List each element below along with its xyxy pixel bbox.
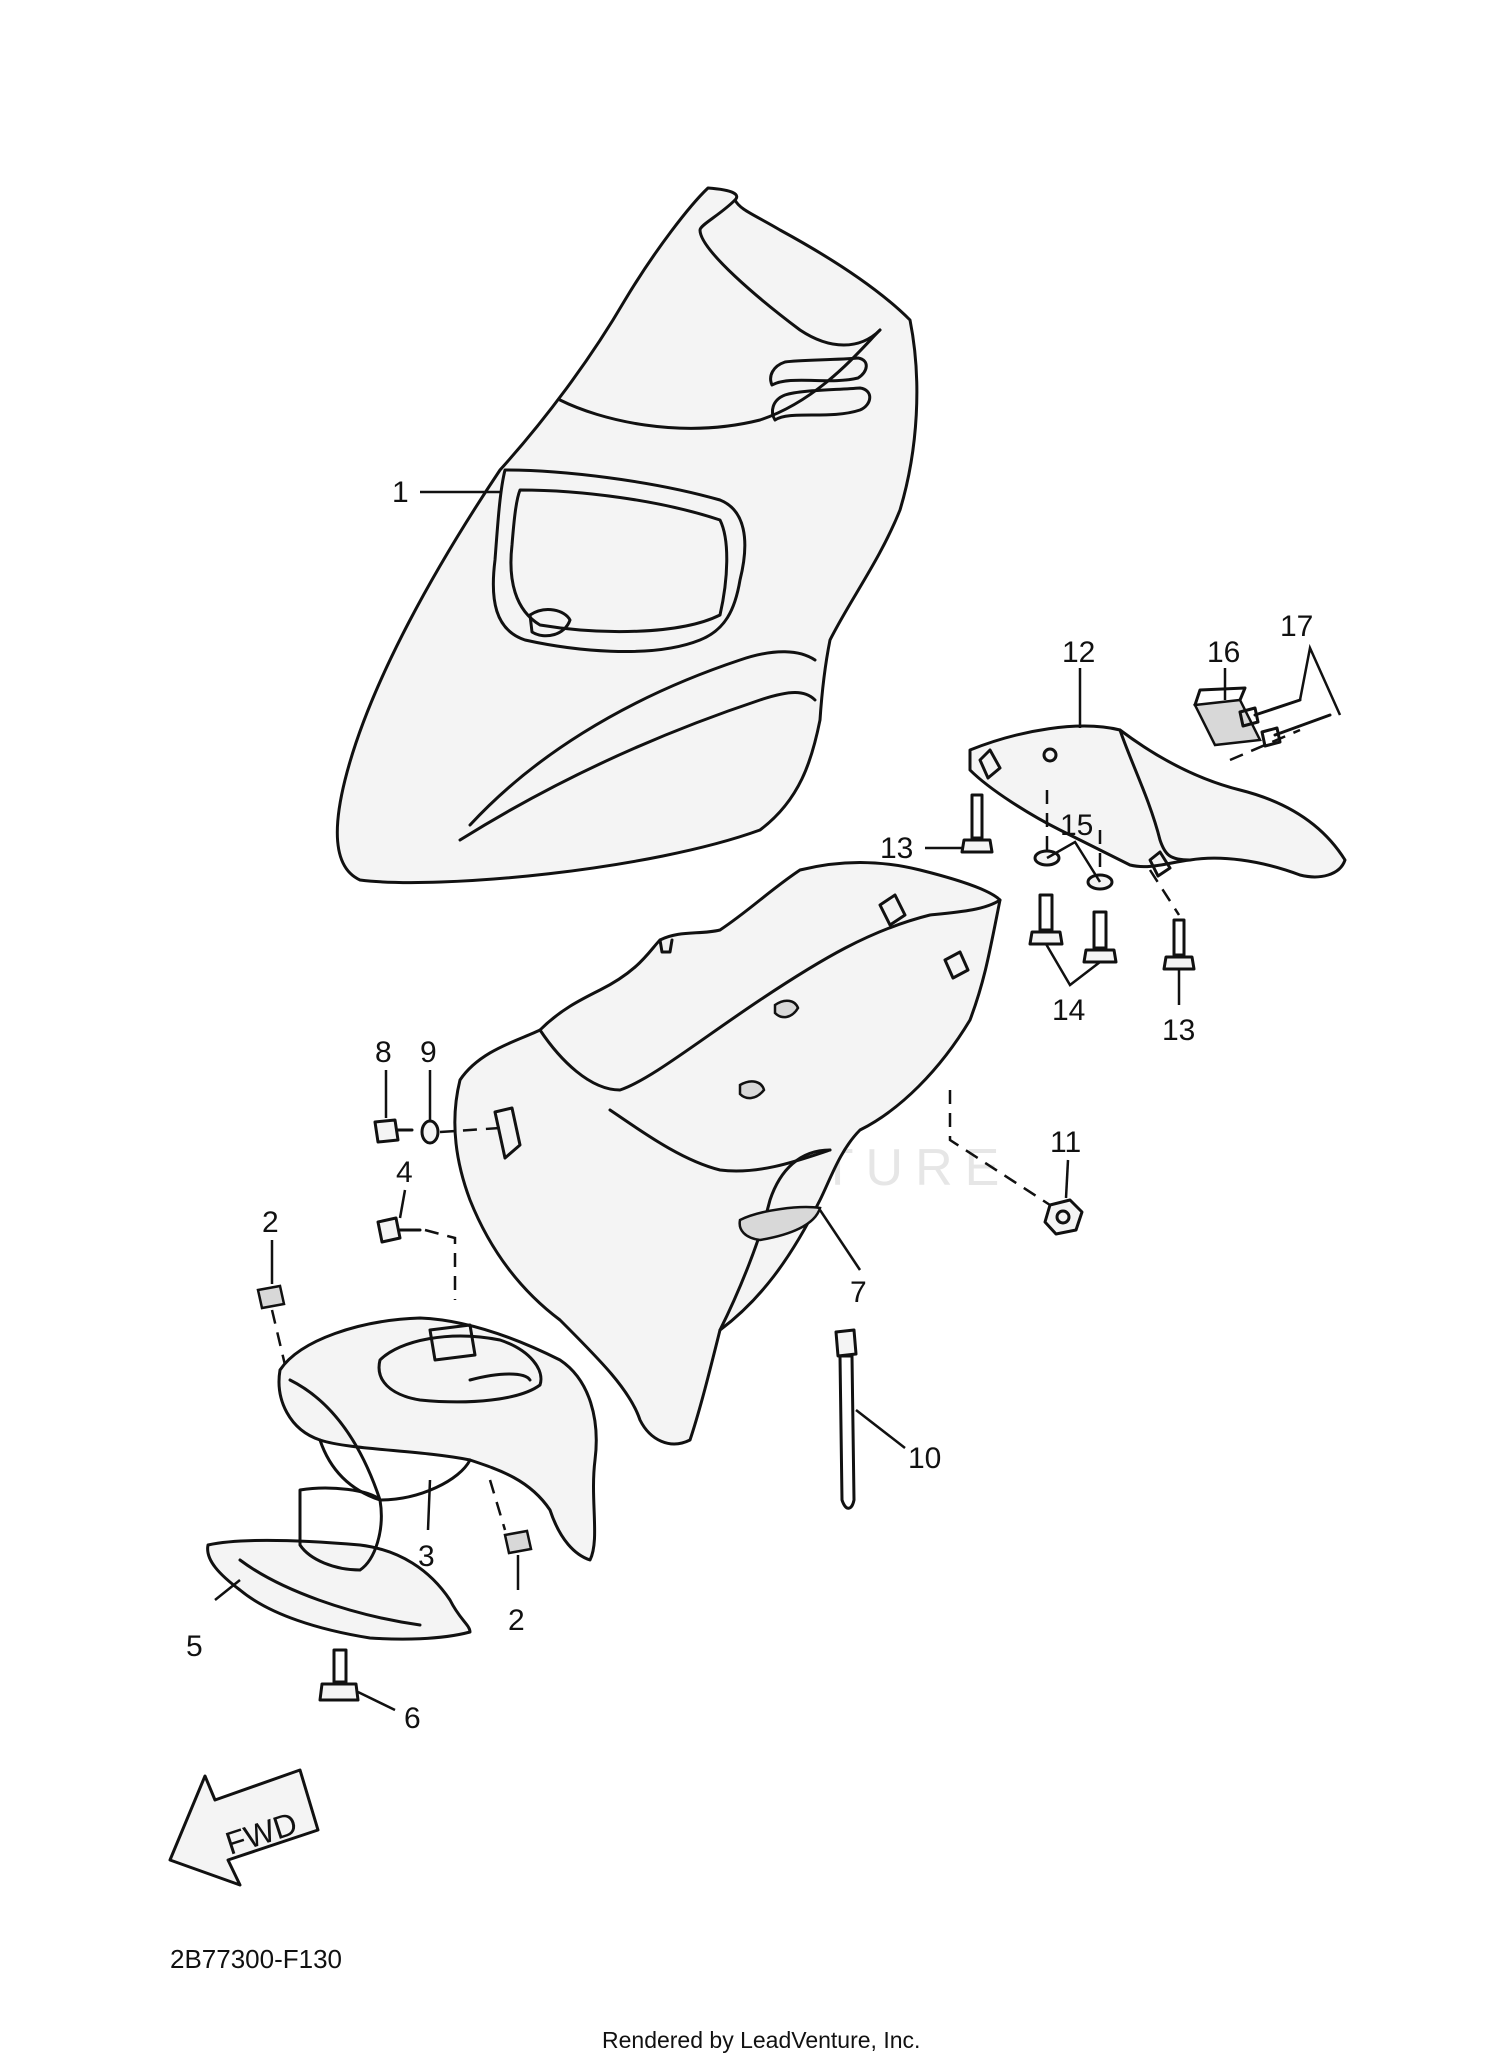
- callout-11: 11: [1050, 1126, 1081, 1159]
- clip-2b[interactable]: [503, 1529, 533, 1555]
- bolt-13b[interactable]: [1162, 918, 1196, 971]
- callout-17: 17: [1280, 610, 1313, 643]
- callout-8: 8: [375, 1036, 392, 1069]
- bolt-14[interactable]: [1028, 893, 1118, 964]
- screw-8[interactable]: [373, 1118, 414, 1144]
- callout-2a: 2: [262, 1206, 279, 1239]
- clip-2a[interactable]: [256, 1284, 286, 1310]
- callout-2b: 2: [508, 1604, 525, 1637]
- screw-4[interactable]: [376, 1216, 422, 1244]
- cable-tie-part[interactable]: [834, 1328, 858, 1510]
- footer-credit: Rendered by LeadVenture, Inc.: [602, 2027, 920, 2053]
- callout-9: 9: [420, 1036, 437, 1069]
- rear-bracket-part[interactable]: [968, 724, 1347, 879]
- screw-6[interactable]: [318, 1648, 360, 1702]
- callout-13b: 13: [1162, 1014, 1195, 1047]
- inner-cover-part[interactable]: [277, 1316, 598, 1562]
- callout-7: 7: [850, 1276, 867, 1309]
- callout-14: 14: [1052, 994, 1085, 1027]
- washer-9[interactable]: [420, 1119, 440, 1145]
- callout-15: 15: [1060, 809, 1093, 842]
- callout-6: 6: [404, 1702, 421, 1735]
- fwd-arrow-icon: FWD: [168, 1768, 320, 1887]
- callout-10: 10: [908, 1442, 941, 1475]
- tab-part: [493, 1106, 522, 1160]
- plate-part[interactable]: [206, 1486, 472, 1641]
- callout-16: 16: [1207, 636, 1240, 669]
- callout-1: 1: [392, 476, 409, 509]
- callout-3: 3: [418, 1540, 435, 1573]
- leg-shield-part[interactable]: [453, 861, 1002, 1446]
- callout-12: 12: [1062, 636, 1095, 669]
- callout-5: 5: [186, 1630, 203, 1663]
- bolt-13a[interactable]: [960, 793, 994, 854]
- nut-part[interactable]: [1043, 1198, 1084, 1236]
- diagram-code: 2B77300-F130: [170, 1944, 342, 1974]
- front-cowl-part[interactable]: [335, 186, 919, 885]
- bracket-clip-part[interactable]: [1193, 686, 1262, 747]
- callout-4: 4: [396, 1156, 413, 1189]
- callout-13a: 13: [880, 832, 913, 865]
- pin-part[interactable]: [1229, 698, 1332, 762]
